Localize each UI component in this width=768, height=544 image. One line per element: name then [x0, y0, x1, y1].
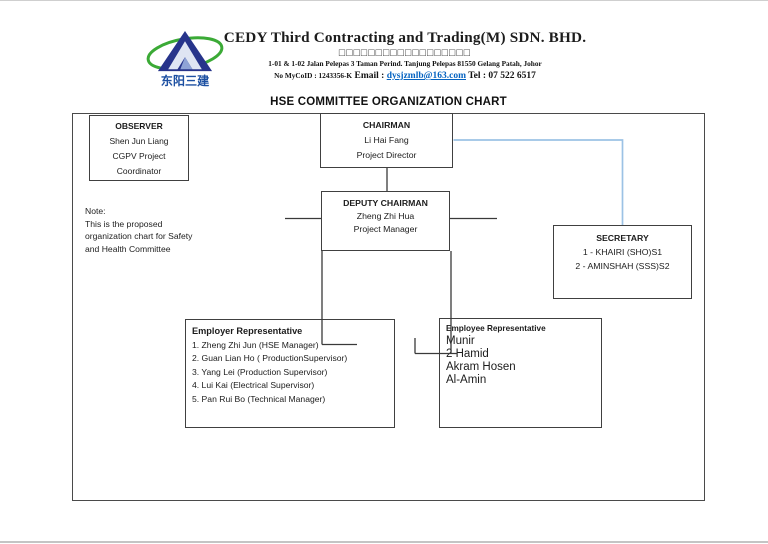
member-item: 3. Yang Lei (Production Supervisor) — [192, 366, 328, 377]
member-item: 4. Lui Kai (Electrical Supervisor) — [192, 380, 315, 391]
company-reg-no: No MyCoID : 1243356-K — [274, 71, 353, 80]
note-line: This is the proposed — [85, 218, 163, 229]
node-line: Li Hai Fang — [364, 135, 409, 145]
node-deputy-chairman: DEPUTY CHAIRMAN Zheng Zhi Hua Project Ma… — [321, 191, 450, 251]
node-title: CHAIRMAN — [362, 120, 411, 130]
node-observer: OBSERVER Shen Jun Liang CGPV Project Coo… — [89, 115, 189, 181]
node-chairman: CHAIRMAN Li Hai Fang Project Director — [320, 113, 453, 168]
company-logo: 东阳三建 — [146, 31, 224, 88]
node-title: DEPUTY CHAIRMAN — [343, 198, 428, 208]
node-title: Employer Representative — [192, 326, 303, 336]
company-name-chinese: □□□□□□□□□□□□□□□□□□ — [338, 46, 472, 60]
email-link[interactable]: dysjzmlb@163.com — [386, 71, 466, 81]
node-line: Coordinator — [116, 166, 162, 176]
node-title: SECRETARY — [596, 233, 649, 243]
node-title: OBSERVER — [115, 121, 163, 131]
node-line: Project Director — [356, 150, 417, 160]
member-item: Akram Hosen — [446, 361, 516, 373]
email-label: Email : — [354, 71, 387, 81]
member-item: 2 Hamid — [446, 348, 489, 360]
phone-number: Tel : 07 522 6517 — [465, 71, 536, 81]
member-item: Munir — [446, 335, 475, 347]
member-item: 2. Guan Lian Ho ( ProductionSupervisor) — [192, 353, 348, 364]
node-line: Project Manager — [353, 224, 418, 234]
chart-note: Note: This is the proposed organization … — [85, 205, 225, 255]
chart-title: HSE COMMITTEE ORGANIZATION CHART — [270, 96, 507, 108]
node-employer-representative: Employer Representative 1. Zheng Zhi Jun… — [185, 319, 395, 428]
node-title: Employee Representative — [446, 324, 546, 333]
company-name: CEDY Third Contracting and Trading(M) SD… — [223, 29, 587, 46]
member-item: 5. Pan Rui Bo (Technical Manager) — [192, 393, 326, 404]
note-label: Note: — [85, 206, 106, 216]
company-address: 1-01 & 1-02 Jalan Pelepas 3 Taman Perind… — [268, 59, 542, 68]
node-line: 1 - KHAIRI (SHO)S1 — [582, 247, 663, 257]
node-line: 2 - AMINSHAH (SSS)S2 — [575, 261, 670, 271]
note-line: and Health Committee — [85, 243, 171, 254]
member-item: 1. Zheng Zhi Jun (HSE Manager) — [192, 340, 319, 350]
company-contact-line: No MyCoID : 1243356-K Email : dysjzmlb@1… — [222, 69, 588, 83]
letterhead: CEDY Third Contracting and Trading(M) SD… — [222, 29, 588, 83]
logo-mountain-icon — [146, 31, 224, 72]
logo-text: 东阳三建 — [161, 73, 210, 88]
node-line: Shen Jun Liang — [109, 136, 169, 146]
node-secretary: SECRETARY 1 - KHAIRI (SHO)S1 2 - AMINSHA… — [553, 225, 692, 299]
member-item: Al-Amin — [446, 374, 487, 386]
node-employee-representative: Employee Representative Munir 2 Hamid Ak… — [439, 318, 602, 428]
node-line: Zheng Zhi Hua — [356, 211, 415, 221]
node-line: CGPV Project — [112, 151, 166, 161]
note-line: organization chart for Safety — [85, 231, 193, 242]
